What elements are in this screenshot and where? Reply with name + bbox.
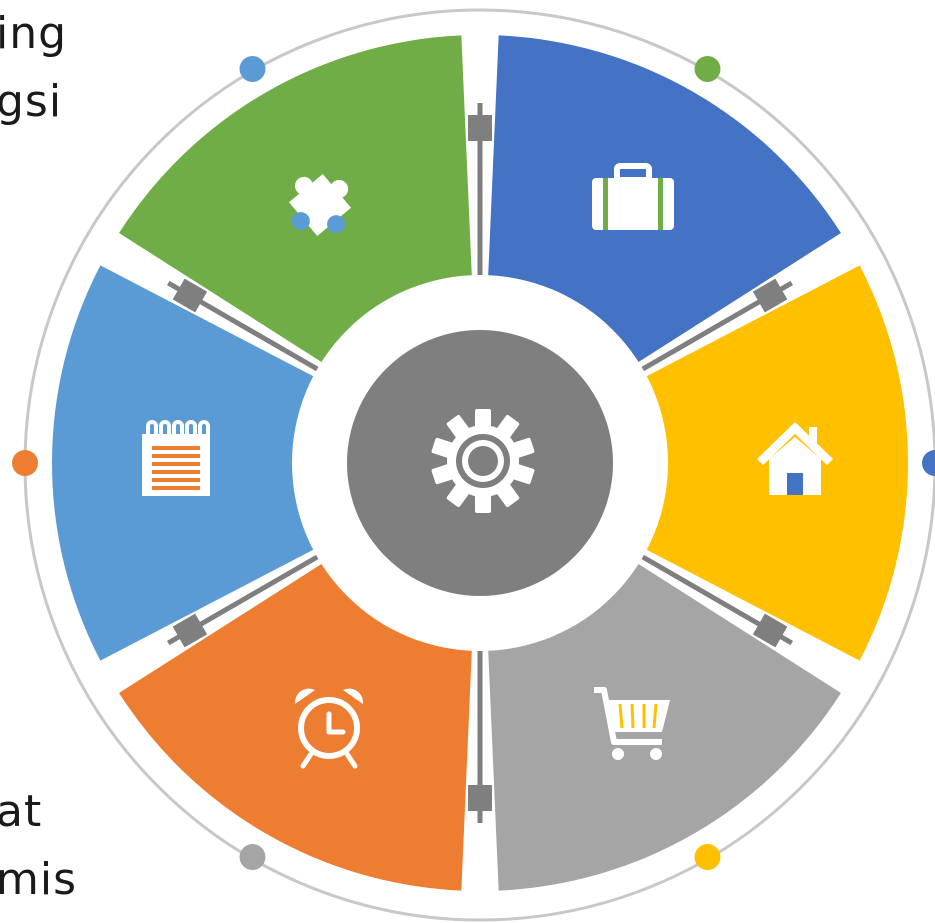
connector-block bbox=[468, 785, 492, 811]
text-fragment-2: gsi bbox=[0, 76, 63, 127]
text-fragment-4: mis bbox=[0, 854, 78, 905]
briefcase-icon bbox=[592, 163, 674, 230]
connector-block bbox=[752, 278, 788, 313]
segment-notepad bbox=[119, 557, 473, 891]
connector-block bbox=[172, 613, 208, 648]
home-icon bbox=[757, 422, 833, 495]
ring-dot-puzzle bbox=[239, 55, 266, 82]
ring-dot-home bbox=[922, 450, 935, 476]
ring-dot-notepad bbox=[12, 450, 38, 476]
text-fragment-3: at bbox=[0, 786, 43, 837]
alarm-clock-icon bbox=[294, 688, 364, 769]
ring-dots bbox=[12, 55, 935, 871]
ring-dot-clock bbox=[239, 844, 266, 871]
connector-block bbox=[468, 115, 492, 141]
icons-layer bbox=[142, 163, 833, 769]
connector-block bbox=[752, 613, 788, 648]
puzzle-icon bbox=[289, 174, 351, 236]
connector-block bbox=[172, 278, 208, 313]
text-fragment-1: ing bbox=[0, 8, 68, 59]
notepad-icon bbox=[142, 420, 210, 496]
segment-clock bbox=[487, 557, 841, 891]
ring-dot-briefcase bbox=[694, 55, 721, 82]
cart-icon bbox=[594, 687, 670, 760]
gear-icon bbox=[431, 409, 535, 513]
ring-dot-cart bbox=[694, 844, 721, 871]
